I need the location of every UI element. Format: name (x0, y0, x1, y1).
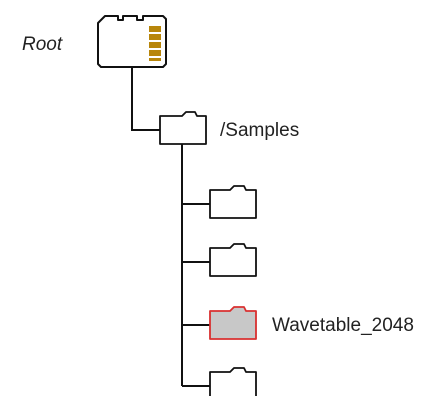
child-folder-2-icon (209, 243, 257, 277)
child-folder-4-icon (209, 367, 257, 396)
sd-card-icon (97, 15, 167, 68)
samples-folder-label: /Samples (220, 120, 300, 141)
samples-folder-icon (159, 111, 207, 145)
root-to-samples-connector (131, 67, 160, 131)
tree-connectors (131, 67, 210, 387)
sd-card-contacts (149, 26, 161, 61)
child-folder-1-icon (209, 185, 257, 219)
wavetable-folder-icon (209, 306, 257, 340)
root-label: Root (22, 34, 63, 55)
wavetable-folder-label: Wavetable_2048 (272, 315, 414, 336)
